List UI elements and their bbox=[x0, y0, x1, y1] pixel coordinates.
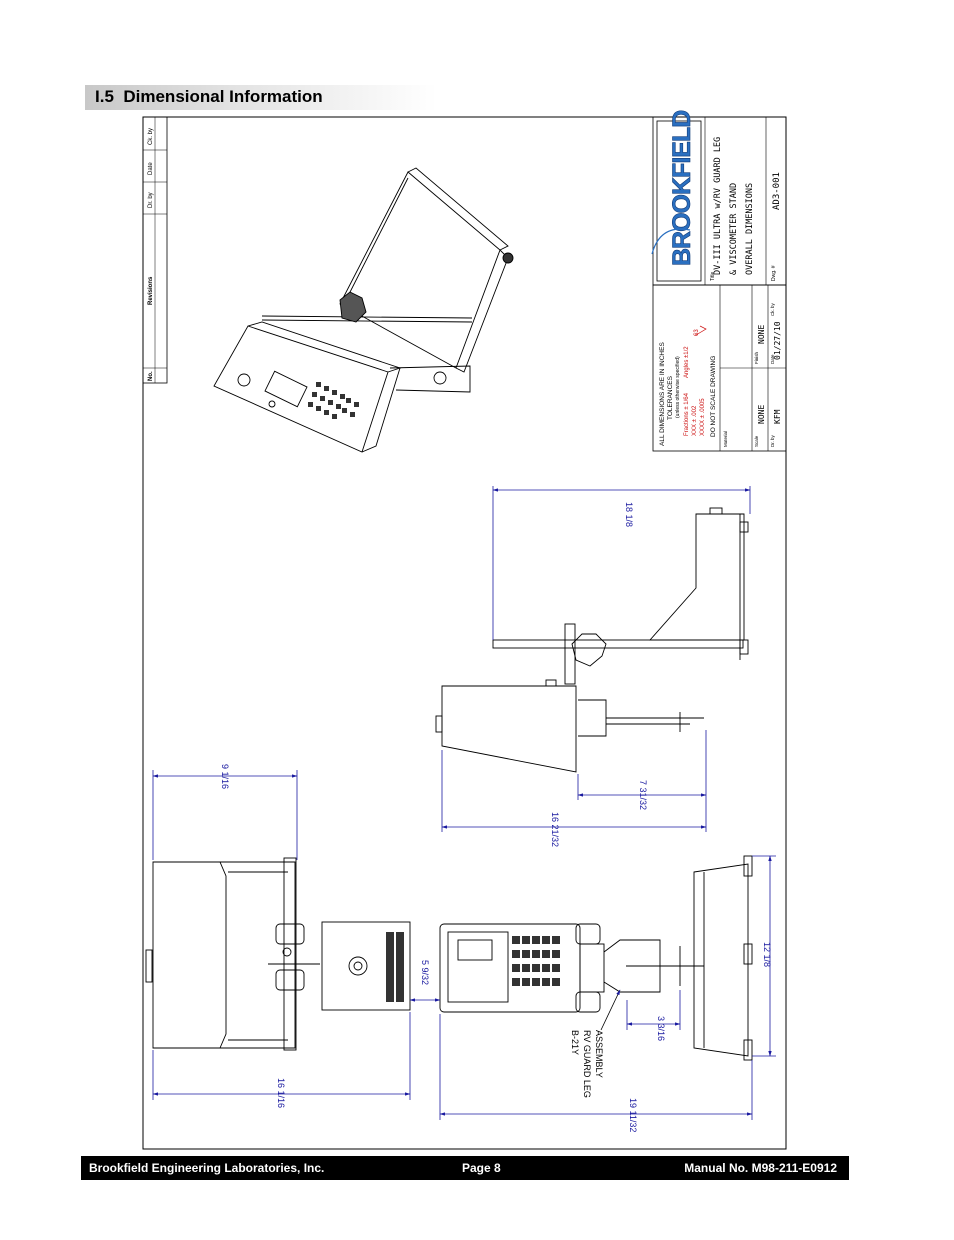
title-block: BROOKFIELD Title DV-III ULTRA w/RV GUARD… bbox=[651, 110, 787, 452]
material-label: Material bbox=[723, 431, 728, 447]
title-line-2: & VISCOMETER STAND bbox=[729, 183, 739, 275]
dwg-number: AD3-001 bbox=[772, 172, 782, 210]
front-view-right bbox=[439, 855, 753, 1061]
tol-line-4: Fractions ± 1/64 bbox=[684, 392, 690, 436]
callout-line-2: RV GUARD LEG bbox=[582, 1030, 592, 1098]
dim-base-width: 12 1/8 bbox=[762, 942, 772, 967]
page-footer: Brookfield Engineering Laboratories, Inc… bbox=[81, 1156, 849, 1180]
dim-front-width: 16 1/16 bbox=[276, 1078, 286, 1108]
footer-manual-number: Manual No. M98-211-E0912 bbox=[684, 1161, 837, 1175]
callout-line-1: B-21Y bbox=[570, 1030, 580, 1055]
tol-line-6: XXX ± .002 bbox=[692, 405, 698, 436]
dim-top-width: 18 1/8 bbox=[624, 502, 634, 527]
do-not-scale: DO NOT SCALE DRAWING bbox=[710, 356, 717, 437]
dim-side-depth: 16 21/32 bbox=[550, 812, 560, 847]
brookfield-logo: BROOKFIELD bbox=[668, 111, 696, 266]
rev-drby-label: Dr. by bbox=[148, 192, 154, 208]
date-value: 01/27/10 bbox=[773, 321, 782, 360]
dim-front-height: 9 1/16 bbox=[220, 764, 230, 789]
side-view bbox=[435, 507, 749, 773]
front-view-left bbox=[145, 857, 411, 1051]
dim-side-offset: 7 31/32 bbox=[638, 780, 648, 810]
date-label: Date bbox=[770, 354, 775, 364]
isometric-view bbox=[213, 167, 514, 453]
section-heading-bar: I.5 Dimensional Information bbox=[85, 85, 437, 110]
rev-date-label: Date bbox=[148, 162, 154, 175]
footer-company: Brookfield Engineering Laboratories, Inc… bbox=[89, 1161, 325, 1175]
tol-line-8: 63 bbox=[694, 329, 700, 336]
tol-line-7: XXXX ± .0005 bbox=[700, 398, 706, 436]
dwg-label: Dwg. # bbox=[771, 265, 777, 281]
surface-finish-icon bbox=[695, 325, 707, 336]
finish-value: NONE bbox=[757, 325, 766, 344]
drawing-border bbox=[142, 116, 787, 1150]
rev-no-label: No. bbox=[148, 371, 154, 381]
callout-line-3: ASSEMBLY bbox=[594, 1030, 604, 1078]
scale-label: Scale bbox=[754, 435, 759, 447]
guard-leg-callout: B-21Y RV GUARD LEG ASSEMBLY bbox=[570, 1030, 604, 1098]
title-line-3: OVERALL DIMENSIONS bbox=[745, 183, 755, 275]
scale-value: NONE bbox=[757, 405, 766, 424]
rev-ckby-label: Ck. by bbox=[148, 128, 154, 145]
dim-center-offset: 5 9/32 bbox=[420, 960, 430, 985]
title-line-1: DV-III ULTRA w/RV GUARD LEG bbox=[713, 137, 723, 275]
tol-line-1: ALL DIMENSIONS ARE IN INCHES bbox=[659, 342, 666, 446]
tol-line-5: Angles ±1/2 bbox=[684, 346, 690, 378]
section-title-text: Dimensional Information bbox=[123, 87, 323, 106]
tol-line-2: TOLERANCES bbox=[667, 375, 674, 420]
dimension-labels: 18 1/8 16 21/32 7 31/32 9 1/16 16 1/16 5… bbox=[220, 502, 772, 1132]
dimension-lines bbox=[152, 486, 776, 1120]
title-label: Title bbox=[710, 272, 716, 281]
ckby-label: Ck. by bbox=[770, 302, 775, 316]
tol-line-3: (unless otherwise specified) bbox=[675, 356, 681, 418]
section-title: I.5 Dimensional Information bbox=[95, 87, 323, 107]
drby-value: KFM bbox=[773, 409, 782, 424]
revision-block: No. Revisions Dr. by Date Ck. by bbox=[142, 116, 168, 384]
rev-revisions-label: Revisions bbox=[148, 276, 154, 305]
finish-label: Finish bbox=[754, 351, 759, 364]
footer-page-number: Page 8 bbox=[462, 1161, 501, 1175]
logo-swoosh-icon bbox=[651, 228, 691, 255]
dim-overall-width: 19 11/32 bbox=[628, 1098, 638, 1132]
section-number: I.5 bbox=[95, 87, 114, 106]
drby-label: Dr. by bbox=[770, 434, 775, 447]
dim-guard-offset: 3 3/16 bbox=[656, 1016, 666, 1041]
